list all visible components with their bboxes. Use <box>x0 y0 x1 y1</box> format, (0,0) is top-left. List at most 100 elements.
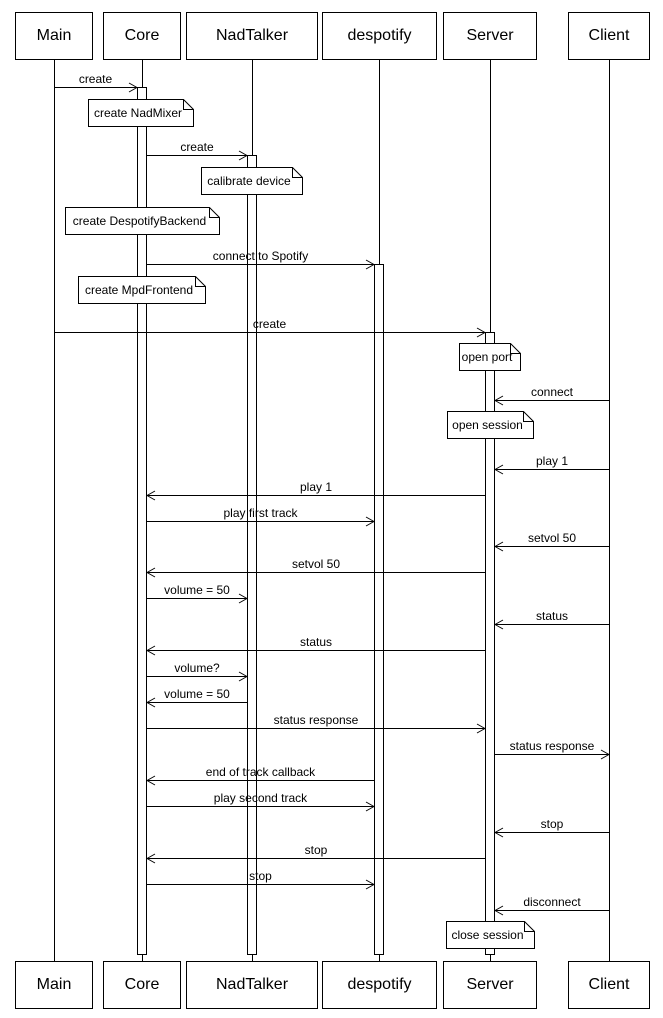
message-create: create <box>54 71 138 93</box>
message-status-response: status response <box>147 712 486 734</box>
note-shape <box>88 99 194 127</box>
message-arrowhead-icon <box>494 395 504 406</box>
note-close-session: close session <box>446 921 535 949</box>
note-text: create NadMixer <box>93 106 183 120</box>
message-volume-50: volume = 50 <box>147 582 248 604</box>
message-arrowhead-icon <box>146 645 156 656</box>
message-label: stop <box>304 843 328 857</box>
lifeline-client <box>609 60 610 961</box>
message-arrowhead-icon <box>238 671 248 682</box>
message-status: status <box>494 608 609 630</box>
message-status: status <box>146 634 485 656</box>
message-arrowhead-icon <box>494 905 504 916</box>
message-stop: stop <box>494 816 609 838</box>
activation-bar-nadtalker <box>247 155 257 955</box>
message-setvol-50: setvol 50 <box>494 530 609 552</box>
message-label: stop <box>249 869 272 883</box>
message-label: stop <box>540 817 564 831</box>
message-label: status response <box>273 713 359 727</box>
note-shape <box>65 207 220 235</box>
message-status-response: status response <box>495 738 610 760</box>
message-arrowhead-icon <box>476 723 486 734</box>
participant-box-main-top: Main <box>15 12 93 60</box>
message-arrowhead-icon <box>365 879 375 890</box>
message-arrowhead-icon <box>146 697 156 708</box>
note-shape <box>447 411 534 439</box>
message-arrowhead-icon <box>365 801 375 812</box>
participant-box-core-bottom: Core <box>103 961 181 1009</box>
note-open-session: open session <box>447 411 534 439</box>
message-play-1: play 1 <box>494 453 609 475</box>
message-arrowhead-icon <box>146 567 156 578</box>
message-label: create <box>252 317 287 331</box>
note-open-port: open port <box>459 343 521 371</box>
message-label: volume? <box>174 661 220 675</box>
message-create: create <box>54 316 486 338</box>
message-create: create <box>147 139 248 161</box>
message-arrowhead-icon <box>494 541 504 552</box>
message-label: disconnect <box>523 895 581 909</box>
message-volume: volume? <box>147 660 248 682</box>
note-text: open port <box>461 350 513 364</box>
message-label: play 1 <box>535 454 569 468</box>
participant-box-core-top: Core <box>103 12 181 60</box>
participant-box-nadtalker-bottom: NadTalker <box>186 961 318 1009</box>
participant-box-server-top: Server <box>443 12 537 60</box>
note-text: close session <box>451 928 524 942</box>
participant-box-client-top: Client <box>568 12 650 60</box>
message-label: status response <box>509 739 595 753</box>
message-arrowhead-icon <box>146 490 156 501</box>
participant-box-despotify-bottom: despotify <box>322 961 437 1009</box>
participant-box-client-bottom: Client <box>568 961 650 1009</box>
message-label: volume = 50 <box>164 583 230 597</box>
message-arrowhead-icon <box>146 775 156 786</box>
message-connect-to-spotify: connect to Spotify <box>147 248 375 270</box>
message-label: status <box>299 635 332 649</box>
message-label: create <box>78 72 113 86</box>
message-arrowhead-icon <box>476 327 486 338</box>
note-text: create DespotifyBackend <box>72 214 207 228</box>
message-label: end of track callback <box>205 765 316 779</box>
note-create-mpdfrontend: create MpdFrontend <box>78 276 206 304</box>
message-label: setvol 50 <box>527 531 577 545</box>
message-arrowhead-icon <box>600 749 610 760</box>
message-label: status <box>535 609 568 623</box>
message-arrowhead-icon <box>128 82 138 93</box>
activation-bar-server <box>485 332 495 955</box>
message-setvol-50: setvol 50 <box>146 556 485 578</box>
message-arrowhead-icon <box>365 516 375 527</box>
note-create-nadmixer: create NadMixer <box>88 99 194 127</box>
note-text: open session <box>452 418 523 432</box>
message-play-second-track: play second track <box>147 790 375 812</box>
participant-box-despotify-top: despotify <box>322 12 437 60</box>
message-label: play 1 <box>299 480 333 494</box>
note-shape <box>459 343 521 371</box>
message-arrowhead-icon <box>494 827 504 838</box>
message-arrowhead-icon <box>238 593 248 604</box>
message-label: connect to Spotify <box>212 249 309 263</box>
message-arrowhead-icon <box>494 464 504 475</box>
message-connect: connect <box>494 384 609 406</box>
message-play-first-track: play first track <box>147 505 375 527</box>
participant-box-server-bottom: Server <box>443 961 537 1009</box>
note-text: create MpdFrontend <box>84 283 194 297</box>
message-label: setvol 50 <box>291 557 341 571</box>
message-label: play second track <box>213 791 308 805</box>
message-label: volume = 50 <box>164 687 230 701</box>
note-calibrate-device: calibrate device <box>201 167 303 195</box>
note-shape <box>446 921 535 949</box>
message-stop: stop <box>146 842 485 864</box>
participant-box-nadtalker-top: NadTalker <box>186 12 318 60</box>
lifeline-main <box>54 60 55 961</box>
activation-bar-core <box>137 87 147 955</box>
message-end-of-track-callback: end of track callback <box>146 764 374 786</box>
message-disconnect: disconnect <box>494 894 609 916</box>
message-arrowhead-icon <box>494 619 504 630</box>
note-create-despotifybackend: create DespotifyBackend <box>65 207 220 235</box>
message-label: play first track <box>223 506 298 520</box>
message-arrowhead-icon <box>146 853 156 864</box>
message-play-1: play 1 <box>146 479 485 501</box>
participant-box-main-bottom: Main <box>15 961 93 1009</box>
message-label: connect <box>530 385 574 399</box>
